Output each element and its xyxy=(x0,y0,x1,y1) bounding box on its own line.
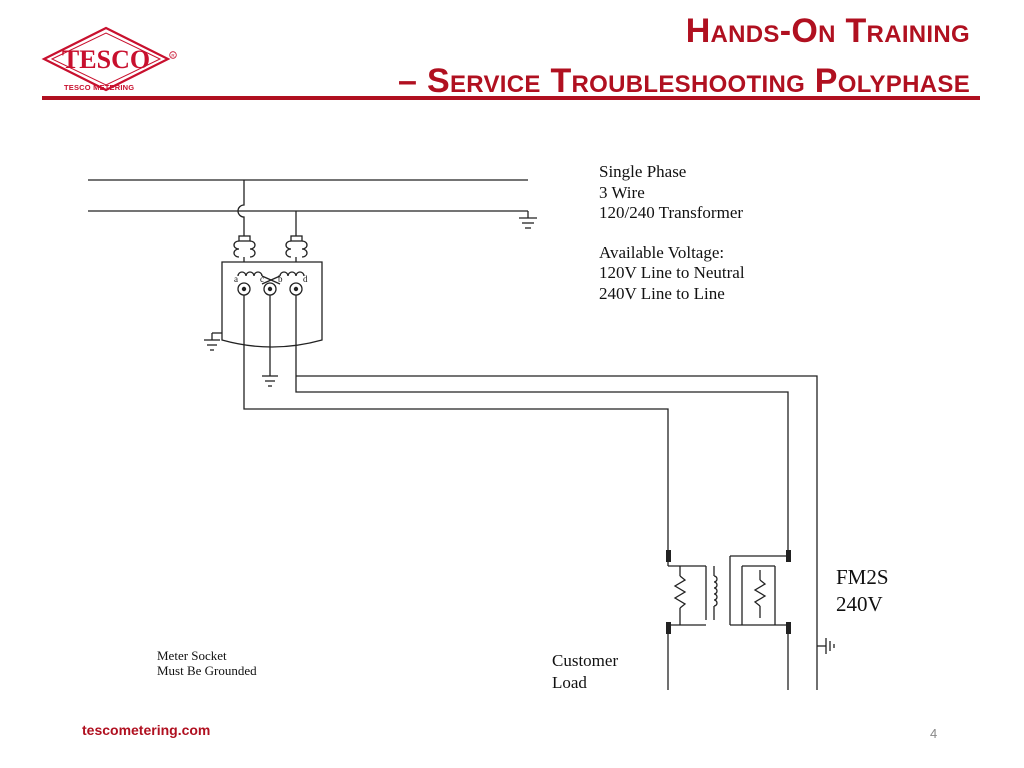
website-link[interactable]: tescometering.com xyxy=(82,722,211,738)
terminal-label-c: c xyxy=(260,274,264,284)
page-title: Hands-On Training – Service Troubleshoot… xyxy=(398,6,970,106)
customer-load-line-1: Customer xyxy=(552,651,618,670)
voltage-line-2: 120V Line to Neutral xyxy=(599,263,745,282)
terminal-label-a: a xyxy=(234,274,238,284)
voltage-line-1: Available Voltage: xyxy=(599,243,724,262)
page-number: 4 xyxy=(930,726,938,741)
title-line-1: Hands-On Training xyxy=(685,12,970,50)
title-line-2: – Service Troubleshooting Polyphase xyxy=(398,62,970,100)
terminal-label-b: b xyxy=(278,274,283,284)
meter-form-label: FM2S xyxy=(836,565,889,589)
socket-note-line-1: Meter Socket xyxy=(157,648,227,663)
info-line-1: Single Phase xyxy=(599,162,686,181)
meter-voltage-label: 240V xyxy=(836,592,883,616)
info-line-2: 3 Wire xyxy=(599,183,645,202)
svg-text:R: R xyxy=(171,53,175,58)
info-line-3: 120/240 Transformer xyxy=(599,203,743,222)
socket-note-line-2: Must Be Grounded xyxy=(157,663,257,678)
logo-caption: TESCO METERING xyxy=(64,83,135,92)
title-divider xyxy=(42,96,980,100)
customer-load-line-2: Load xyxy=(552,673,587,692)
svg-text:TESCO: TESCO xyxy=(62,45,150,74)
voltage-line-3: 240V Line to Line xyxy=(599,284,725,303)
terminal-label-d: d xyxy=(303,274,308,284)
tesco-logo-icon: TESCO R xyxy=(41,26,177,92)
